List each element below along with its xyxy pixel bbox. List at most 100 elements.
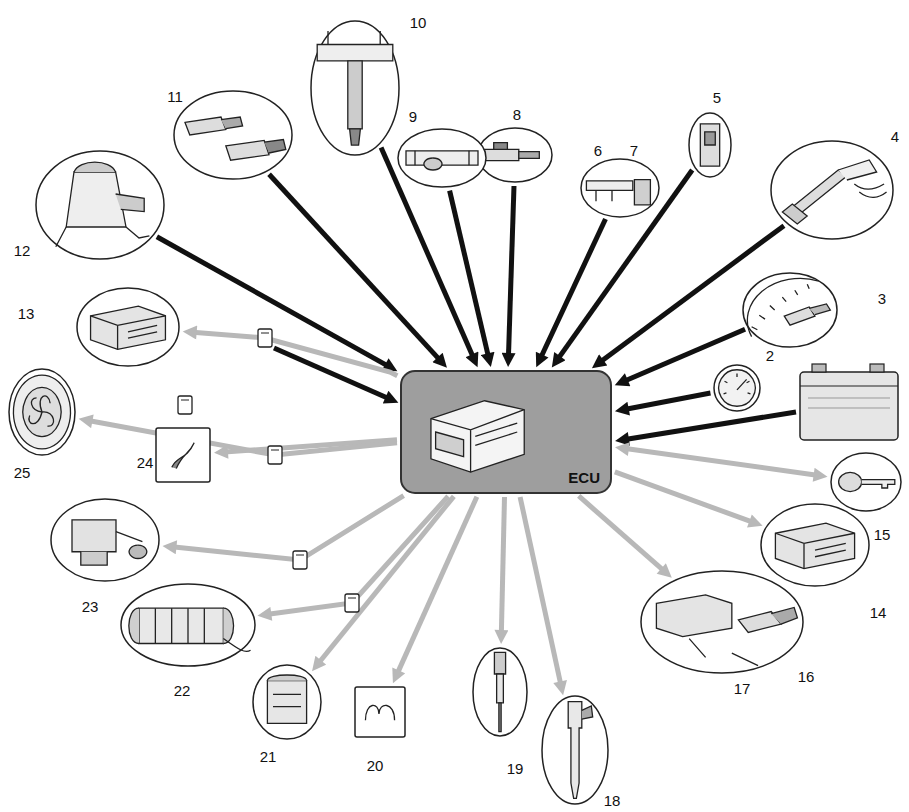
part-drawing	[129, 608, 234, 643]
output-arrow	[264, 496, 448, 615]
part-drawing	[13, 375, 70, 449]
callout-number: 16	[798, 669, 815, 684]
component-drawing	[267, 675, 306, 723]
part-drawing	[431, 401, 524, 472]
part-drawing	[223, 638, 250, 651]
component-drawing	[568, 702, 592, 799]
component-ellipse: 8	[477, 127, 553, 183]
part-drawing	[815, 543, 846, 556]
component-ellipse-outline	[473, 648, 527, 736]
component-drawing	[406, 151, 478, 170]
component-ellipse-outline	[311, 21, 399, 155]
component-drawing	[56, 162, 150, 247]
callout-number: 24	[137, 455, 154, 470]
part-drawing	[586, 181, 632, 191]
ecu-label: ECU	[568, 470, 600, 485]
part-drawing	[752, 284, 810, 330]
output-arrow	[396, 497, 477, 677]
node-outline	[252, 664, 322, 740]
input-arrow	[622, 393, 711, 410]
node-outline	[120, 583, 256, 667]
relay-symbol	[258, 329, 272, 347]
component-ellipse-outline	[831, 453, 901, 511]
part-drawing	[226, 140, 269, 160]
component-drawing	[91, 306, 166, 349]
component-drawing	[317, 31, 393, 145]
component-drawing	[782, 160, 886, 224]
callout-number: 18	[604, 793, 621, 808]
callout-number: 5	[713, 90, 721, 105]
component-ellipse: 13	[76, 287, 180, 367]
component-drawing	[839, 472, 895, 491]
callout-number: 11	[167, 89, 183, 104]
component-ellipse-outline	[641, 571, 803, 673]
component-ellipse: 67	[580, 158, 660, 218]
node-outline	[713, 364, 761, 412]
part-drawing	[221, 117, 243, 129]
component-drawing	[775, 523, 854, 568]
component-drawing	[431, 401, 524, 472]
part-drawing	[66, 172, 126, 227]
output-arrow	[501, 497, 504, 637]
part-drawing	[328, 31, 380, 45]
callout-number: 6	[594, 143, 602, 158]
callout-number: 12	[14, 243, 31, 258]
battery-arrow	[622, 412, 796, 440]
node-outline	[50, 498, 160, 582]
component-ellipse-outline	[51, 499, 159, 581]
part-drawing	[700, 124, 719, 166]
part-drawing	[139, 608, 223, 643]
node-outline	[742, 272, 838, 348]
node-outline	[155, 427, 211, 483]
callout-number: 25	[14, 465, 31, 480]
part-drawing	[839, 472, 862, 491]
part-drawing	[155, 608, 204, 643]
component-ellipse: 19	[472, 647, 528, 737]
relay-symbol	[293, 551, 307, 569]
part-drawing	[499, 703, 501, 732]
part-drawing	[656, 595, 731, 637]
component-ellipse: 10	[310, 20, 400, 156]
icon-square	[156, 428, 210, 482]
callout-number: 20	[367, 758, 384, 773]
part-drawing	[719, 370, 755, 406]
component-ellipse-outline	[253, 665, 321, 739]
part-drawing	[264, 140, 286, 154]
part-drawing	[424, 158, 442, 170]
part-drawing	[91, 306, 166, 349]
part-drawing	[494, 652, 505, 674]
input-arrow	[508, 186, 514, 360]
callout-number: 2	[766, 348, 774, 363]
component-drawing	[747, 278, 830, 336]
output-arrow	[520, 497, 562, 688]
component-ellipse-outline	[36, 151, 164, 259]
component-ellipse: 12	[35, 150, 165, 260]
part-drawing	[415, 151, 469, 165]
node-outline	[354, 686, 406, 738]
ecu-outline	[401, 371, 611, 493]
part-drawing	[634, 180, 650, 205]
node-outline	[173, 90, 293, 180]
part-drawing	[23, 387, 61, 436]
part-drawing	[172, 443, 194, 469]
component-drawing	[129, 608, 251, 651]
node-outline	[397, 128, 487, 188]
callout-number: 8	[513, 107, 521, 122]
node-outline	[760, 503, 870, 587]
output-arrow	[190, 332, 398, 376]
component-ellipse-outline	[771, 141, 893, 239]
callout-number: 23	[82, 599, 99, 614]
part-drawing	[775, 533, 854, 568]
callout-number: 10	[410, 15, 427, 30]
part-drawing	[485, 149, 519, 160]
node-outline	[76, 287, 180, 367]
component-ellipse-outline	[714, 365, 760, 411]
component-ellipse: 18	[541, 695, 609, 805]
part-drawing	[854, 184, 886, 197]
part-drawing	[519, 152, 540, 159]
callout-number: 13	[18, 306, 35, 321]
component-drawing	[494, 652, 505, 731]
part-drawing	[29, 396, 54, 426]
component-ellipse: 2	[713, 364, 761, 412]
